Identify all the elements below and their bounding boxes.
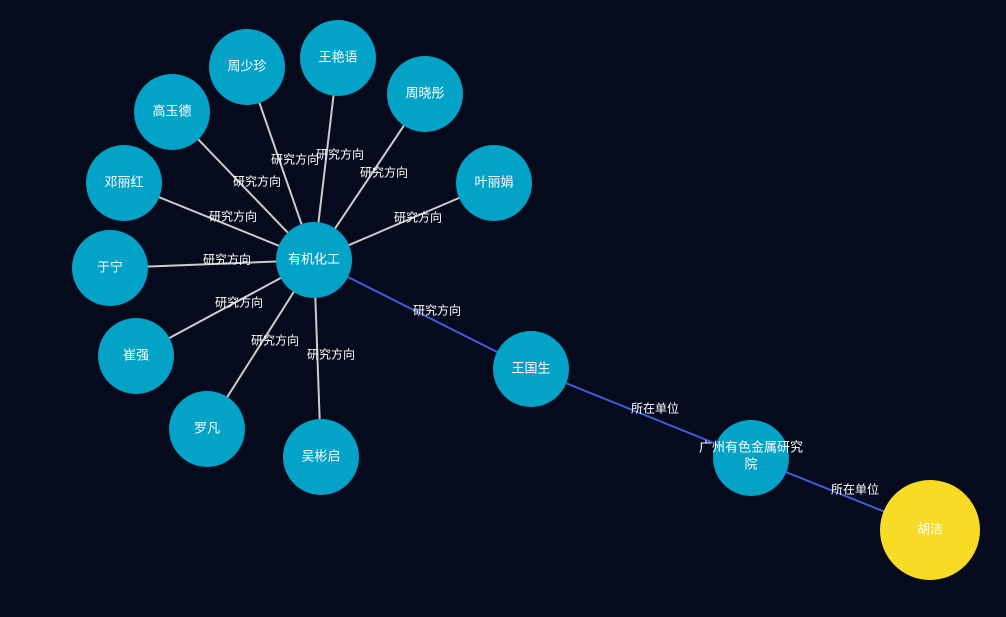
node-circle[interactable] xyxy=(283,419,359,495)
node-circle[interactable] xyxy=(209,29,285,105)
node-zhoushaozhen[interactable]: 周少珍 xyxy=(209,29,285,105)
node-circle[interactable] xyxy=(86,145,162,221)
node-hujie[interactable]: 胡洁 xyxy=(880,480,980,580)
node-circle[interactable] xyxy=(72,230,148,306)
node-organic[interactable]: 有机化工 xyxy=(276,222,352,298)
edge-label: 研究方向 xyxy=(215,295,263,310)
node-circle[interactable] xyxy=(493,331,569,407)
edges-layer xyxy=(109,57,931,531)
edge-wangguosheng-organic[interactable] xyxy=(313,259,532,370)
edge-wangguosheng-institute[interactable] xyxy=(530,368,752,459)
node-yelijuan[interactable]: 叶丽娟 xyxy=(456,145,532,221)
edge-label: 所在单位 xyxy=(831,482,879,497)
edge-label: 研究方向 xyxy=(360,165,408,180)
edge-label: 研究方向 xyxy=(209,209,257,224)
edge-label: 研究方向 xyxy=(251,333,299,348)
node-cuiqiang[interactable]: 崔强 xyxy=(98,318,174,394)
node-institute[interactable]: 广州有色金属研究院 xyxy=(699,420,803,496)
node-luofan[interactable]: 罗凡 xyxy=(169,391,245,467)
node-wubinqi[interactable]: 吴彬启 xyxy=(283,419,359,495)
node-circle[interactable] xyxy=(134,74,210,150)
edge-label: 研究方向 xyxy=(271,152,319,167)
edge-label: 所在单位 xyxy=(631,401,679,416)
node-circle[interactable] xyxy=(456,145,532,221)
node-gaoyude[interactable]: 高玉德 xyxy=(134,74,210,150)
node-wangyanyu[interactable]: 王艳语 xyxy=(300,20,376,96)
edge-label: 研究方向 xyxy=(307,347,355,362)
node-wangguosheng[interactable]: 王国生 xyxy=(493,331,569,407)
node-circle[interactable] xyxy=(387,56,463,132)
node-circle[interactable] xyxy=(300,20,376,96)
edge-label: 研究方向 xyxy=(316,147,364,162)
edge-label: 研究方向 xyxy=(203,252,251,267)
edge-label: 研究方向 xyxy=(394,210,442,225)
edge-label: 研究方向 xyxy=(413,303,461,318)
node-circle[interactable] xyxy=(276,222,352,298)
node-circle[interactable] xyxy=(169,391,245,467)
node-yuning[interactable]: 于宁 xyxy=(72,230,148,306)
node-circle[interactable] xyxy=(98,318,174,394)
edge-label: 研究方向 xyxy=(233,174,281,189)
node-circle[interactable] xyxy=(880,480,980,580)
node-denglihong[interactable]: 邓丽红 xyxy=(86,145,162,221)
node-circle[interactable] xyxy=(713,420,789,496)
node-zhouxiaotong[interactable]: 周晓彤 xyxy=(387,56,463,132)
edge-labels-layer: 研究方向研究方向研究方向研究方向研究方向研究方向研究方向研究方向研究方向研究方向… xyxy=(203,147,879,497)
